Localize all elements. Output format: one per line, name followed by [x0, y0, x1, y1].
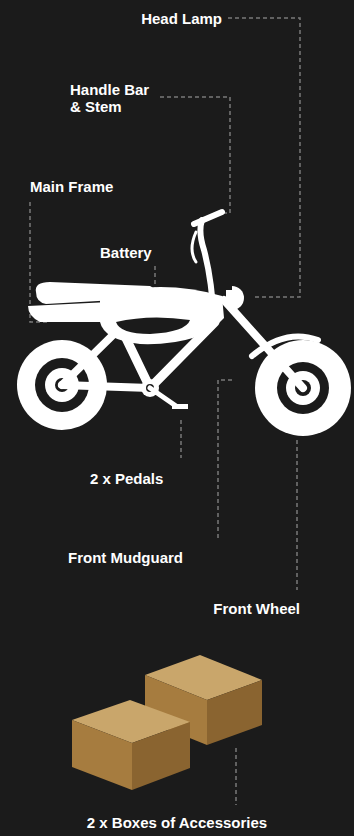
accessory-boxes — [72, 655, 262, 790]
leader-line — [218, 380, 232, 538]
leader-line — [235, 748, 237, 805]
leader-line — [30, 202, 48, 322]
part-label: Main Frame — [30, 178, 170, 195]
part-label: 2 x Pedals — [90, 470, 220, 487]
part-label: 2 x Boxes of Accessories — [0, 814, 354, 831]
leader-line — [180, 420, 182, 458]
leader-line — [160, 97, 230, 213]
bike-silhouette — [17, 212, 351, 436]
part-label: Battery — [100, 244, 200, 261]
part-label: Handle Bar & Stem — [70, 81, 156, 115]
leader-line — [296, 440, 298, 590]
part-label: Front Wheel — [150, 600, 300, 617]
part-label: Front Mudguard — [68, 549, 248, 566]
leader-line — [228, 18, 300, 297]
part-label: Head Lamp — [122, 10, 222, 27]
